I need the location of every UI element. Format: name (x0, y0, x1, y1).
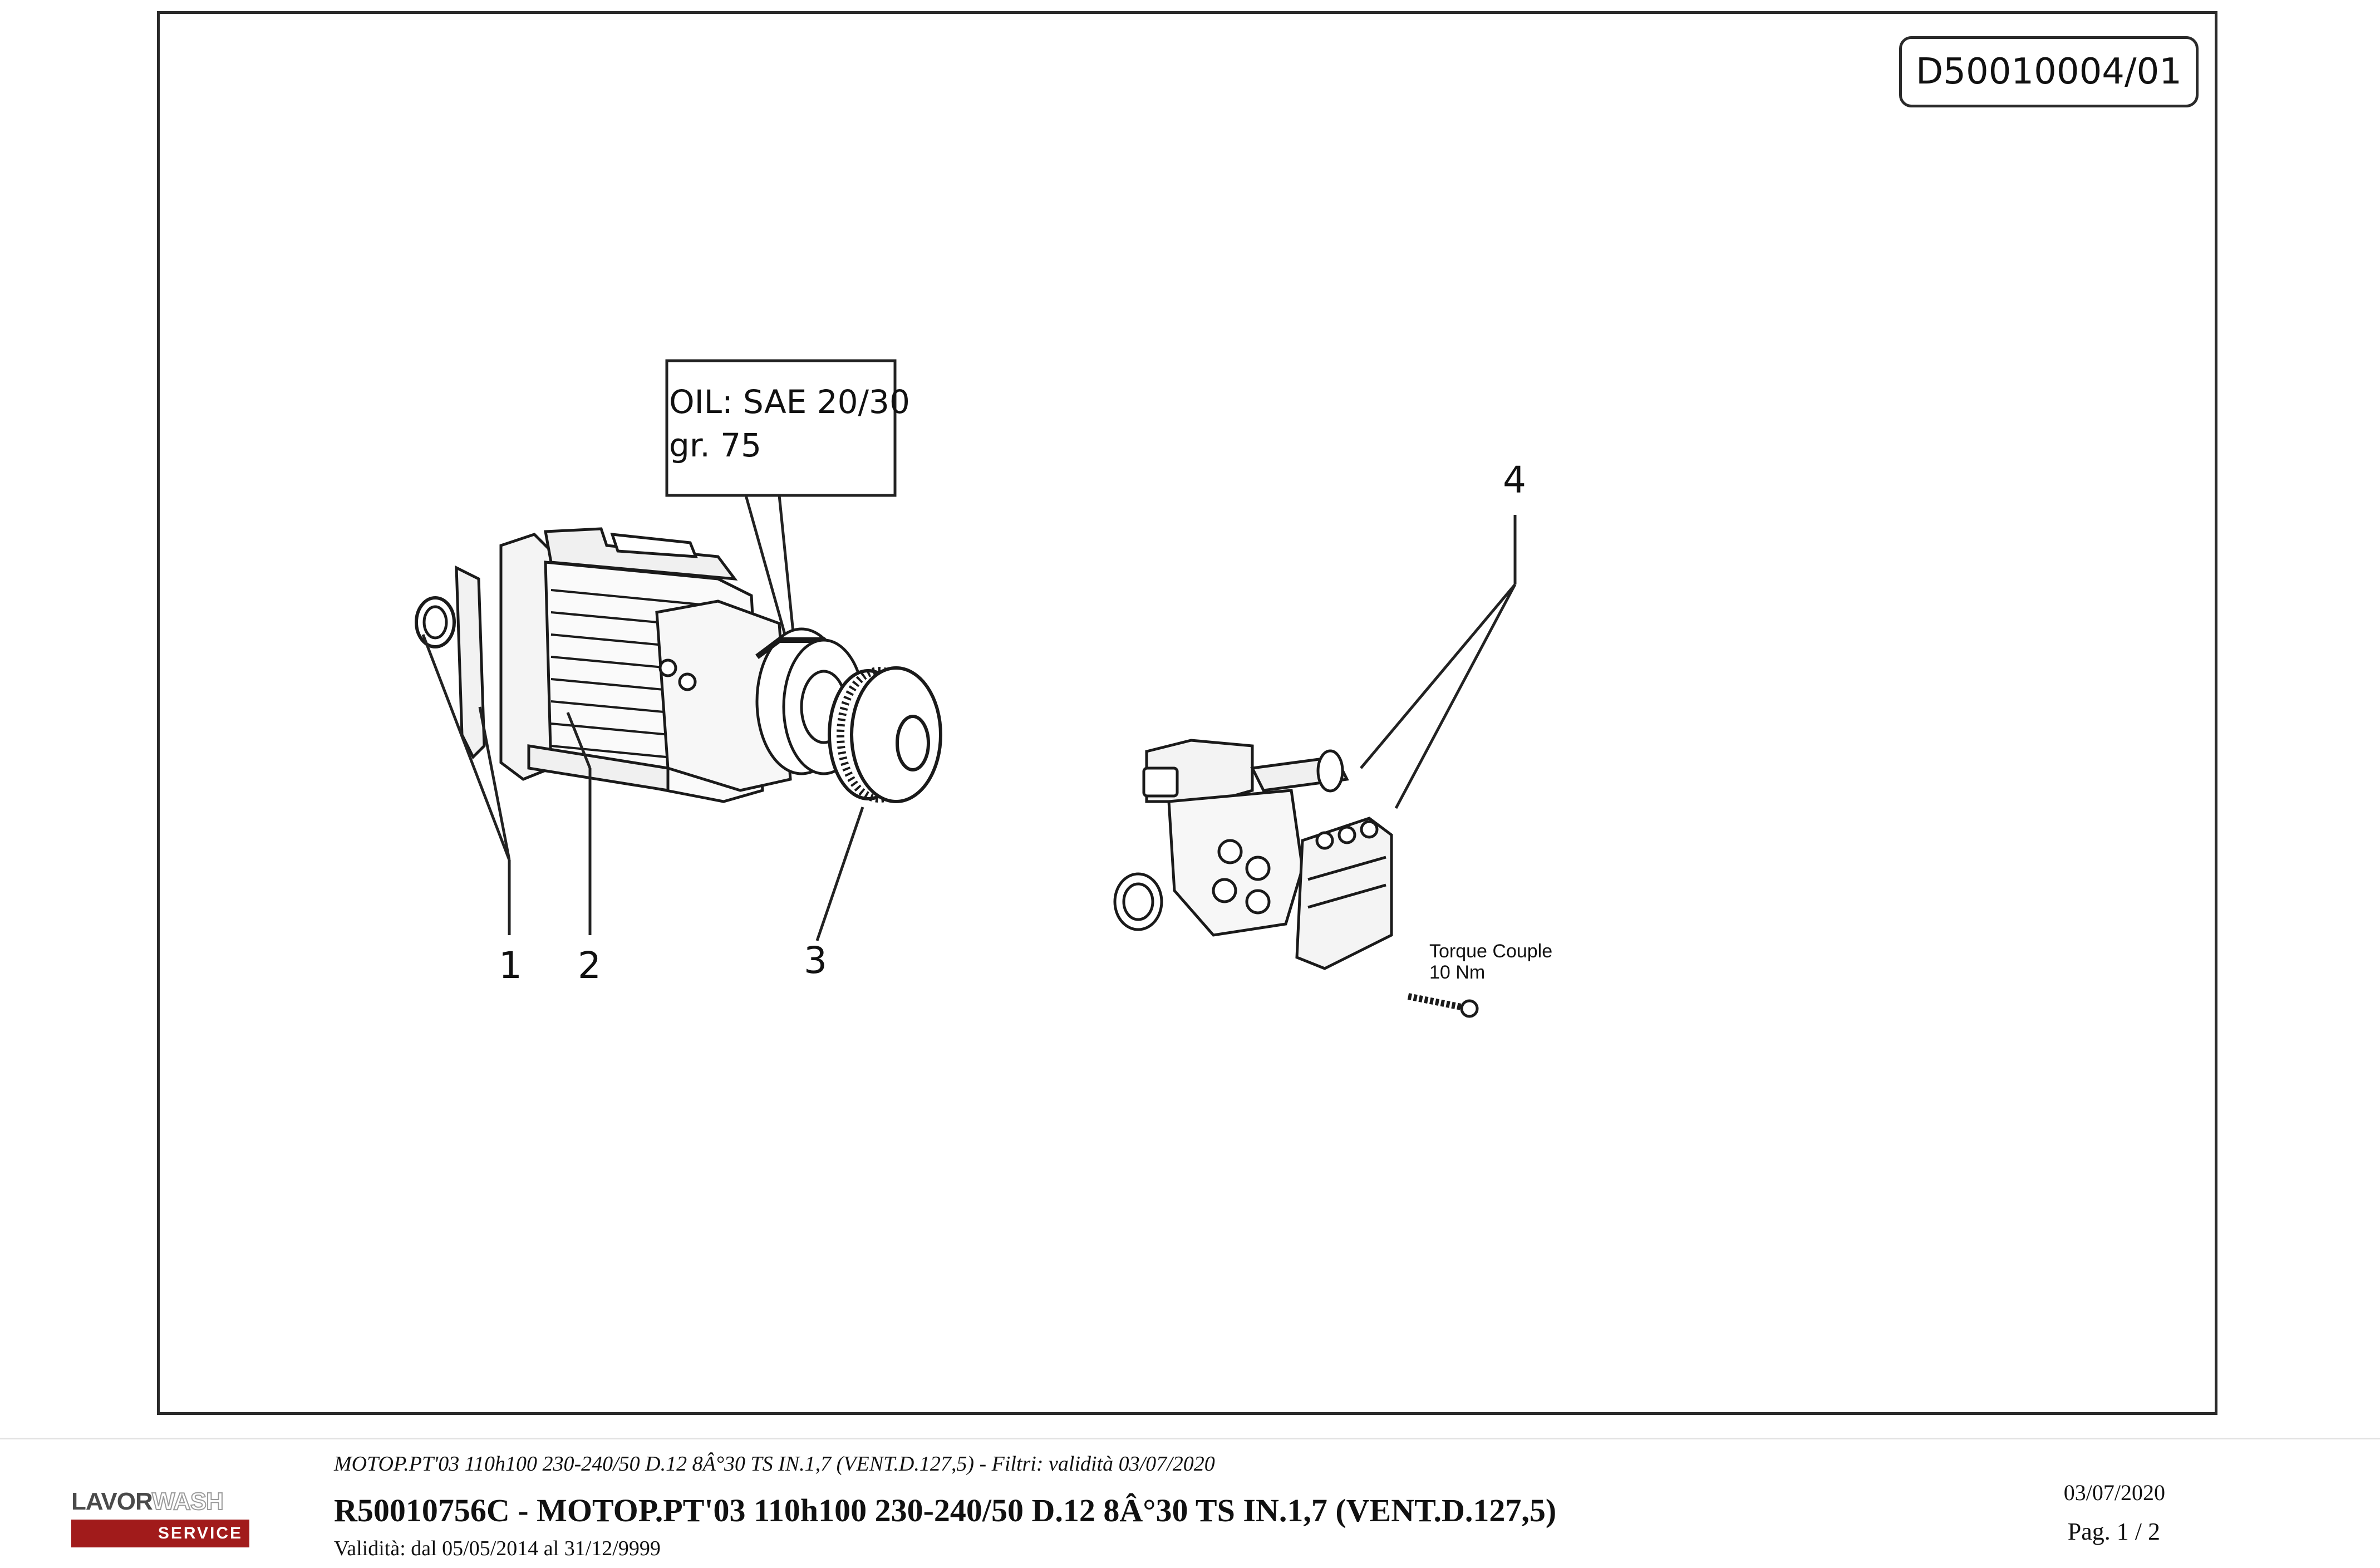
pulley-illustration (828, 666, 942, 803)
part-label-2: 2 (578, 944, 601, 987)
torque-note-line1: Torque Couple (1429, 941, 1552, 962)
footer-filter-line: MOTOP.PT'03 110h100 230-240/50 D.12 8Â°3… (334, 1452, 1215, 1476)
lavorwash-logo: LAVORWASH SERVICE (71, 1484, 249, 1553)
footer-validity: Validità: dal 05/05/2014 al 31/12/9999 (334, 1537, 661, 1560)
logo-brand-part1: LAVOR (71, 1488, 153, 1515)
logo-wordmark: LAVORWASH (71, 1484, 249, 1520)
footer-title: R50010756C - MOTOP.PT'03 110h100 230-240… (334, 1492, 1557, 1528)
oil-note-line2: gr. 75 (669, 426, 761, 464)
pump-leader-lines (1360, 515, 1517, 809)
pump-head-illustration (1113, 739, 1479, 1018)
torque-note-line2: 10 Nm (1429, 962, 1485, 983)
footer-date: 03/07/2020 (2063, 1480, 2165, 1505)
drawing-frame (157, 11, 2217, 1415)
footer-page-number: Pag. 1 / 2 (2067, 1518, 2160, 1545)
oil-leader-lines (744, 495, 796, 655)
part-label-1: 1 (499, 944, 522, 987)
drawing-code: D50010004/01 (1899, 36, 2199, 107)
motor-illustration (415, 527, 866, 803)
part-label-4: 4 (1503, 459, 1526, 502)
logo-brand-part2: WASH (151, 1487, 224, 1516)
footer-separator (0, 1438, 2380, 1439)
logo-tagline: SERVICE (71, 1520, 249, 1547)
part-label-3: 3 (804, 939, 827, 982)
oil-note-box (665, 359, 897, 497)
oil-note-line1: OIL: SAE 20/30 (669, 383, 910, 421)
part-leader-lines (421, 634, 864, 941)
